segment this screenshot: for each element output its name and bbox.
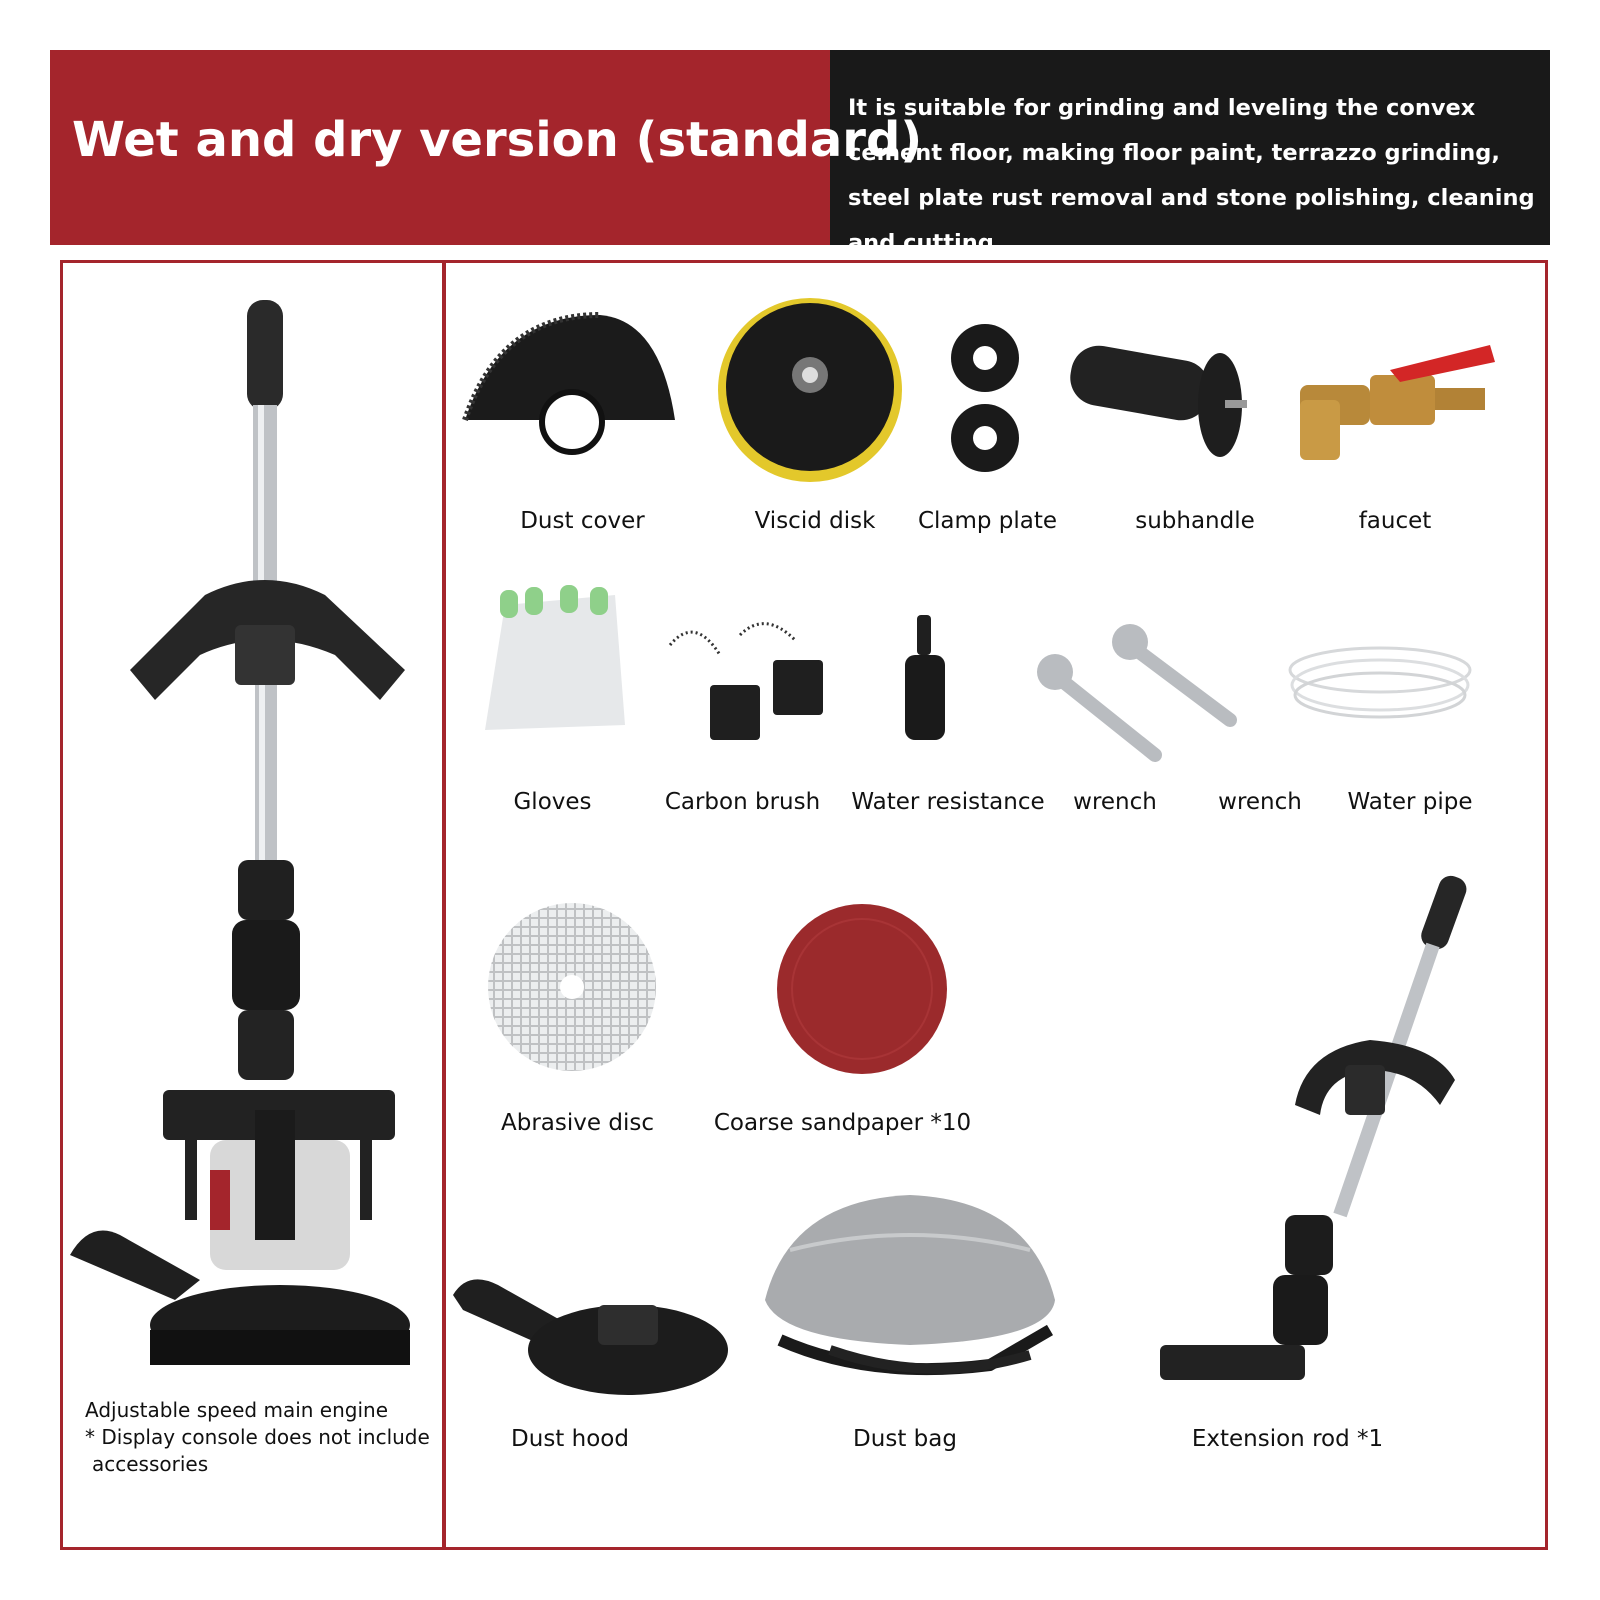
label-faucet: faucet <box>1358 508 1432 534</box>
dust-cover-image <box>462 312 675 455</box>
water-resistance-image <box>905 615 945 740</box>
main-engine-note-2: * Display console does not include <box>85 1425 430 1449</box>
label-wrench-1: wrench <box>1073 789 1157 815</box>
extension-rod-image <box>1160 875 1467 1380</box>
label-gloves: Gloves <box>513 789 592 815</box>
main-engine-image <box>70 300 410 1365</box>
water-pipe-image <box>1288 646 1472 719</box>
label-carbon-brush: Carbon brush <box>664 789 821 815</box>
abrasive-disc-image <box>488 903 656 1071</box>
label-dust-cover: Dust cover <box>520 508 645 534</box>
label-viscid-disk: Viscid disk <box>754 508 876 534</box>
label-water-pipe: Water pipe <box>1347 789 1473 815</box>
gloves-image <box>485 585 625 730</box>
coarse-sandpaper-image <box>777 904 947 1074</box>
viscid-disk-image <box>718 298 902 482</box>
label-subhandle: subhandle <box>1135 508 1255 534</box>
faucet-image <box>1300 345 1495 460</box>
label-water-resistance: Water resistance <box>851 789 1045 815</box>
label-clamp-plate: Clamp plate <box>917 508 1058 534</box>
header-description: It is suitable for grinding and leveling… <box>848 95 1535 256</box>
wrench-image <box>1037 624 1237 762</box>
label-dust-hood: Dust hood <box>511 1426 629 1452</box>
label-wrench-2: wrench <box>1218 789 1302 815</box>
dust-hood-image <box>453 1279 728 1395</box>
carbon-brush-image <box>668 622 823 740</box>
clamp-plate-image <box>951 324 1019 472</box>
label-coarse-sandpaper: Coarse sandpaper *10 <box>713 1110 972 1136</box>
accessories-panel <box>443 260 1548 1550</box>
dust-bag-image <box>765 1195 1055 1376</box>
header-banner-red <box>50 50 830 245</box>
page-title: Wet and dry version (standard) <box>72 112 923 168</box>
subhandle-image <box>1070 345 1247 457</box>
label-abrasive-disc: Abrasive disc <box>501 1110 654 1136</box>
label-dust-bag: Dust bag <box>853 1426 957 1452</box>
label-extension-rod: Extension rod *1 <box>1191 1426 1384 1452</box>
main-engine-note-1: Adjustable speed main engine <box>85 1398 389 1422</box>
header-banner-dark <box>830 50 1550 245</box>
main-engine-note-3: accessories <box>92 1452 209 1476</box>
